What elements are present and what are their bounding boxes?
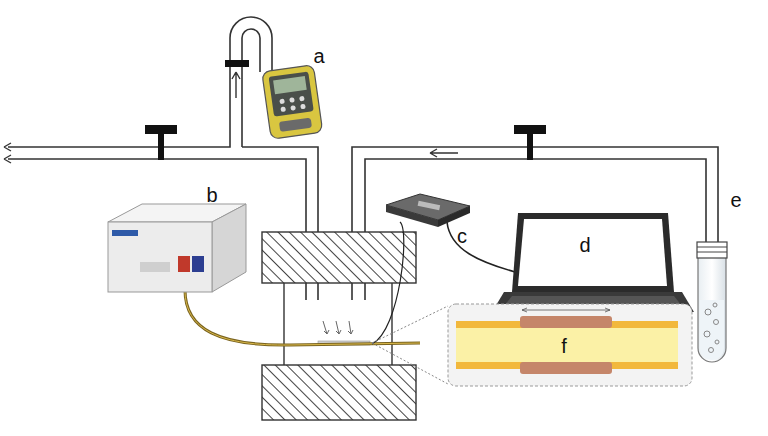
callout-letter: c: [457, 226, 467, 246]
usb-cable: [447, 222, 515, 272]
callout-letter: f: [561, 336, 567, 356]
fiber-cable: [372, 222, 404, 344]
flow-meter: [262, 65, 323, 140]
power-wire-core: [185, 290, 420, 345]
valves: [145, 60, 546, 160]
spectrometer: [386, 194, 470, 227]
power-wire: [185, 290, 420, 345]
laptop: [492, 213, 694, 312]
gas-pipes: [8, 17, 718, 300]
test-tube: [697, 242, 727, 362]
reactor-chamber: [262, 232, 416, 420]
callout-letter: a: [313, 46, 324, 66]
callout-letter: d: [579, 235, 590, 255]
power-supply: [108, 204, 246, 292]
flow-arrows: [4, 72, 458, 163]
callout-letter: e: [730, 190, 741, 210]
electrode-inset: [448, 304, 692, 386]
callout-letter: b: [206, 185, 217, 205]
zoom-lines: [372, 306, 448, 384]
